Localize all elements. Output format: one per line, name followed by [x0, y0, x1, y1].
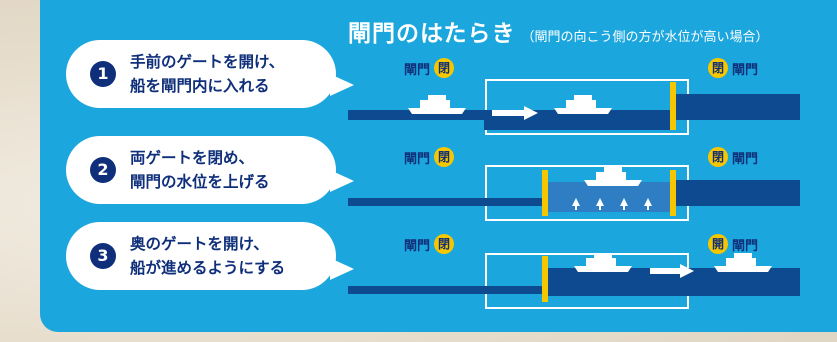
gate-state-badge: 閉 [708, 147, 728, 167]
gate-state-badge: 閉 [434, 147, 455, 167]
title-main: 閘門のはたらき [348, 21, 516, 47]
step-number-3: 3 [90, 243, 116, 269]
gate-name: 閘門 [404, 151, 431, 167]
chamber-water [528, 110, 670, 130]
lock-scene-step2 [348, 165, 800, 221]
gate-state-badge: 閉 [434, 58, 455, 78]
step-text-2: 両ゲートを閉め、 閘門の水位を上げる [130, 146, 270, 194]
water-high-level [676, 180, 800, 206]
title-subtitle: （閘門の向こう側の方が水位が高い場合） [521, 30, 769, 45]
gate-name: 閘門 [732, 62, 759, 78]
step-2-line1: 両ゲートを閉め、 [130, 149, 255, 167]
step-3-line2: 船が進めるようにする [130, 259, 286, 277]
up-arrow-icons [572, 198, 652, 210]
boat-icon [408, 95, 466, 114]
water-low-level [348, 286, 546, 294]
water-high-level [676, 94, 800, 120]
step-number-1: 1 [90, 61, 116, 87]
step-1-line2: 船を閘門内に入れる [130, 77, 270, 95]
step-card-1: 1 手前のゲートを開け、 船を閘門内に入れる [66, 40, 336, 108]
step-1-line1: 手前のゲートを開け、 [130, 53, 285, 71]
diagram-title: 閘門のはたらき （閘門の向こう側の方が水位が高い場合） [348, 14, 769, 47]
step-text-3: 奥のゲートを開け、 船が進めるようにする [130, 232, 285, 280]
step-card-2-pointer [330, 170, 354, 192]
gate-label-left-row3: 閘門 閉 [400, 234, 455, 254]
up-arrow-icon [620, 198, 628, 206]
gate-name: 閘門 [404, 62, 431, 78]
step-card-3-pointer [330, 258, 354, 280]
gate-state-badge: 開 [708, 234, 728, 254]
gate-name: 閘門 [732, 238, 759, 254]
gate-label-right-row2: 閉 閘門 [708, 147, 762, 167]
gate-label-left-row2: 閘門 閉 [400, 147, 455, 167]
gate-front [542, 170, 548, 216]
step-3-line1: 奥のゲートを開け、 [130, 235, 269, 253]
gate-back [670, 170, 676, 216]
gate-name: 閘門 [404, 238, 431, 254]
step-text-1: 手前のゲートを開け、 船を閘門内に入れる [130, 50, 284, 98]
boat-icon [714, 253, 772, 272]
gate-name: 閘門 [732, 151, 759, 167]
gate-label-right-row1: 閉 閘門 [708, 58, 762, 78]
boat-icon [574, 253, 632, 272]
step-number-2: 2 [90, 157, 116, 183]
gate-label-left-row1: 閘門 閉 [400, 58, 455, 78]
boat-icon [584, 167, 642, 186]
lock-scene-step3 [348, 253, 800, 309]
gate-back [670, 82, 676, 130]
up-arrow-icon [644, 198, 652, 206]
lock-scene-step1 [348, 79, 800, 135]
gate-state-badge: 閉 [708, 58, 728, 78]
gate-front [542, 256, 548, 302]
up-arrow-icon [572, 198, 580, 206]
up-arrow-icon [596, 198, 604, 206]
arrow-right-icon [492, 106, 538, 120]
step-2-line2: 閘門の水位を上げる [130, 173, 270, 191]
step-card-3: 3 奥のゲートを開け、 船が進めるようにする [66, 222, 336, 290]
gate-label-right-row3: 開 閘門 [708, 234, 762, 254]
step-card-2: 2 両ゲートを閉め、 閘門の水位を上げる [66, 136, 336, 204]
chamber-rising-water [548, 182, 670, 212]
gate-state-badge: 閉 [434, 234, 455, 254]
arrow-right-icon [650, 264, 694, 278]
water-low-level [348, 198, 546, 206]
step-card-1-pointer [330, 74, 354, 96]
boat-icon [554, 95, 612, 114]
